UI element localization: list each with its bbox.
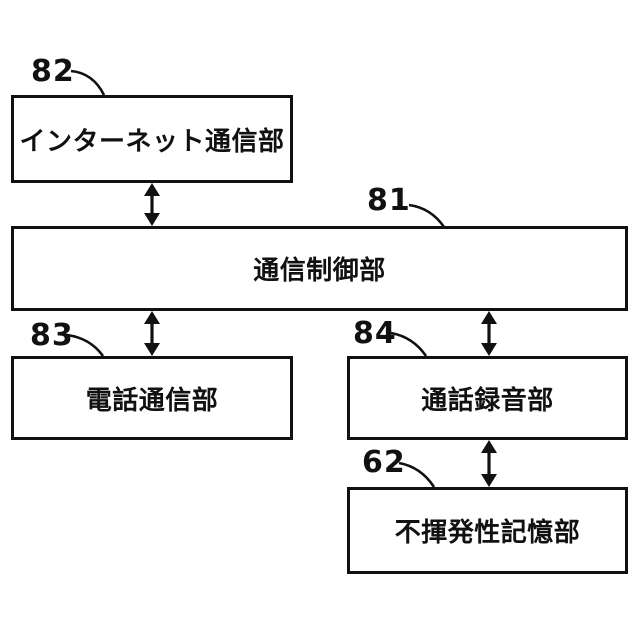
box-call-recording-unit: 通話録音部 bbox=[347, 356, 628, 440]
leader-line-82 bbox=[70, 69, 106, 96]
arrow-84-62 bbox=[481, 440, 497, 487]
ref-label-82: 82 bbox=[31, 54, 75, 89]
ref-label-81: 81 bbox=[367, 183, 411, 218]
box-label-nonvolatile-storage-unit: 不揮発性記憶部 bbox=[394, 518, 581, 548]
box-label-communication-control-unit: 通信制御部 bbox=[253, 256, 386, 286]
box-label-telephone-communication-unit: 電話通信部 bbox=[85, 385, 219, 416]
ref-label-83: 83 bbox=[30, 318, 74, 353]
box-internet-communication-unit: インターネット通信部 bbox=[11, 95, 293, 183]
ref-label-84: 84 bbox=[353, 316, 397, 351]
box-telephone-communication-unit: 電話通信部 bbox=[11, 356, 293, 440]
arrow-82-81 bbox=[144, 183, 160, 226]
ref-label-62: 62 bbox=[362, 445, 406, 480]
box-label-internet-communication-unit: インターネット通信部 bbox=[19, 126, 285, 157]
arrow-81-83 bbox=[144, 311, 160, 356]
box-label-call-recording-unit: 通話録音部 bbox=[421, 385, 554, 416]
leader-line-81 bbox=[408, 203, 446, 228]
arrow-81-84 bbox=[481, 311, 497, 356]
box-communication-control-unit: 通信制御部 bbox=[11, 226, 628, 311]
box-nonvolatile-storage-unit: 不揮発性記憶部 bbox=[347, 487, 628, 574]
